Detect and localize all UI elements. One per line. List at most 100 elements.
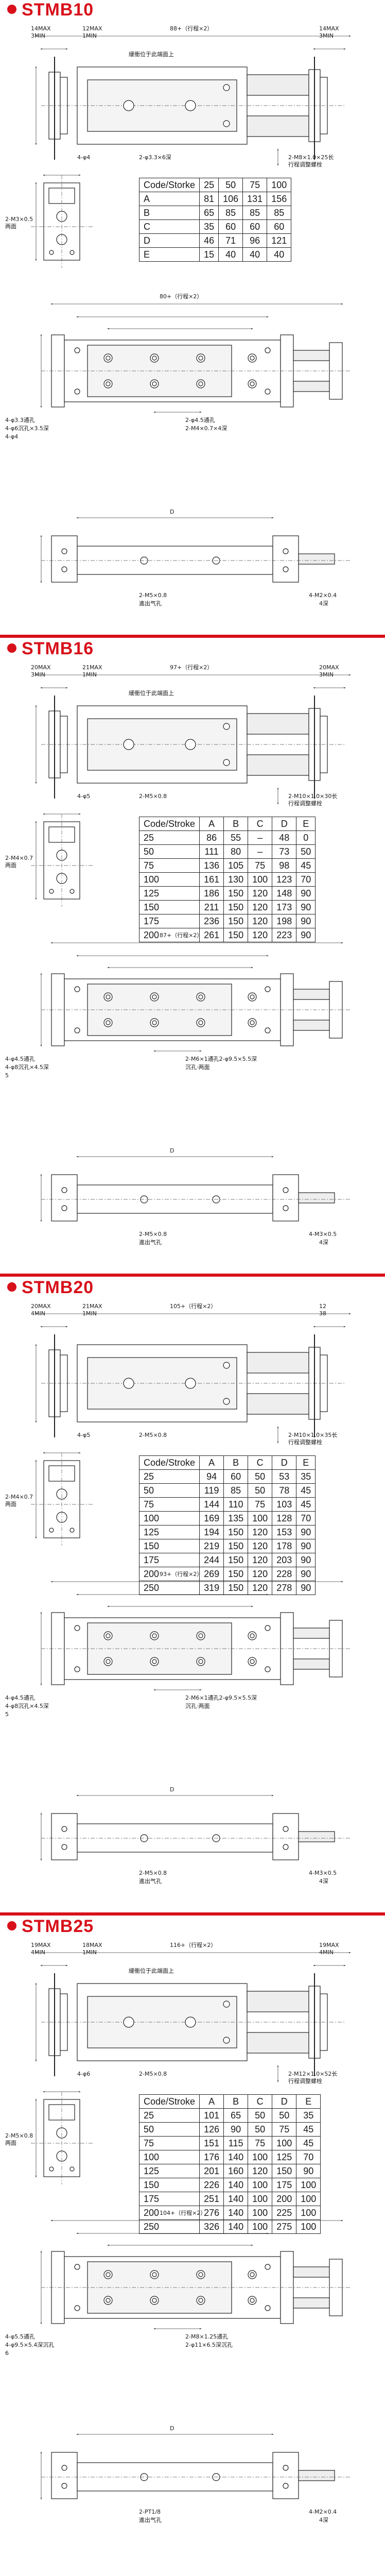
dim-label-l10: 2-φ3.3×6深 xyxy=(139,154,171,161)
dim-label-l20: 2-φ11×6.5深沉孔 xyxy=(185,2342,233,2348)
table-cell: 125 xyxy=(272,2150,297,2164)
table-cell: 100 xyxy=(138,1511,200,1526)
mount-hole xyxy=(223,2037,230,2044)
dim-label-l6: 12 xyxy=(319,1303,326,1310)
mount-hole xyxy=(283,566,289,572)
dim-label-l18: 5 xyxy=(5,1711,9,1718)
table-cell: 151 xyxy=(199,2136,224,2150)
table-cell: 85 xyxy=(223,1483,249,1498)
table-cell: 150 xyxy=(223,900,249,914)
table-cell: 100 xyxy=(296,2219,321,2234)
dim-label-l3: 18MAX xyxy=(82,1942,102,1948)
dim-label-l16: 4-φ3.3通孔 xyxy=(5,417,35,423)
table-cell: 120 xyxy=(248,2164,273,2178)
dim-label-l3: 21MAX xyxy=(82,1303,102,1310)
port-hole xyxy=(123,100,134,111)
table-cell: 60 xyxy=(242,219,268,234)
rod-bottom xyxy=(298,1831,335,1842)
bullet-icon xyxy=(7,5,16,14)
dim-label-l23: 進出气孔 xyxy=(139,1239,162,1246)
dim-label-l13: 2-M5×0.8 xyxy=(5,2132,33,2139)
dim-label-l15: 80+（行程×2） xyxy=(160,293,203,300)
dim-label-l2: 3MIN xyxy=(31,671,45,678)
port-hole xyxy=(185,739,196,750)
table-cell: 186 xyxy=(199,886,224,901)
table-cell: 86 xyxy=(199,831,224,845)
table-cell: 60 xyxy=(223,1469,249,1484)
through-hole xyxy=(152,1020,157,1025)
table-cell: A xyxy=(138,192,200,206)
dim-label-l9: 4-φ5 xyxy=(77,793,91,800)
table-cell: 100 xyxy=(296,2178,321,2192)
mount-hole xyxy=(265,347,271,353)
mount-hole xyxy=(74,2264,80,2270)
table-cell: 120 xyxy=(248,1553,273,1567)
dim-label-l18: 4-φ4 xyxy=(5,433,19,440)
through-hole xyxy=(250,355,255,361)
table-cell: 236 xyxy=(199,914,224,928)
table-cell: 125 xyxy=(138,886,200,901)
mount-hole xyxy=(283,2483,289,2489)
table-cell: 35 xyxy=(296,2108,321,2123)
model-title: STMB10 xyxy=(22,0,94,20)
mount-hole xyxy=(223,759,230,766)
model-title: STMB25 xyxy=(22,1917,94,1936)
dim-label-l18: 6 xyxy=(5,2350,9,2357)
table-cell: 65 xyxy=(223,2108,249,2123)
dim-label-l19: 2-M8×1.25通孔 xyxy=(185,2333,229,2340)
mount-hole xyxy=(265,388,271,395)
mount-hole xyxy=(265,1666,271,1672)
table-cell: 175 xyxy=(272,2178,297,2192)
dim-label-l22: 2-M5×0.8 xyxy=(139,1870,167,1876)
table-cell: C xyxy=(138,219,200,234)
table-cell: – xyxy=(248,844,273,859)
table-cell: 100 xyxy=(138,872,200,887)
table-cell: 269 xyxy=(199,1567,224,1581)
through-hole xyxy=(198,2272,203,2277)
table-cell: 120 xyxy=(248,914,273,928)
through-hole xyxy=(152,1659,157,1664)
table-cell: 128 xyxy=(272,1511,297,1526)
table-header-cell: A xyxy=(199,1455,224,1470)
mount-hole xyxy=(265,986,271,992)
dim-label-l9: 4-φ6 xyxy=(77,2071,91,2077)
table-cell: 85 xyxy=(218,206,243,220)
table-header-cell: Code/Stroke xyxy=(138,2094,200,2109)
table-cell: 98 xyxy=(272,858,297,873)
dim-label-l16: 4-φ5.5通孔 xyxy=(5,2333,35,2340)
dim-label-l4: 1MIN xyxy=(82,1310,97,1317)
mount-hole xyxy=(69,889,75,894)
table-cell: 119 xyxy=(199,1483,224,1498)
mount-hole xyxy=(74,347,80,353)
mount-hole xyxy=(223,723,230,730)
through-hole xyxy=(106,1633,111,1638)
through-hole xyxy=(106,994,111,999)
table-cell: 169 xyxy=(199,1511,224,1526)
dim-label-l17: 4-φ6沉孔×3.5深 xyxy=(5,425,49,432)
section-divider xyxy=(0,1912,385,1916)
dim-label-l9: 4-φ5 xyxy=(77,1432,91,1438)
table-cell: 150 xyxy=(223,1553,249,1567)
technical-drawing xyxy=(31,1952,351,2500)
mount-hole xyxy=(61,1826,67,1832)
mount-hole xyxy=(61,2465,67,2471)
table-cell: 120 xyxy=(248,1581,273,1595)
dim-label-l2: 3MIN xyxy=(31,32,45,39)
table-cell: 198 xyxy=(272,914,297,928)
table-cell: 251 xyxy=(199,2192,224,2206)
table-cell: 203 xyxy=(272,1553,297,1567)
dim-label-l19: 2-M6×1通孔2-φ9.5×5.5深 xyxy=(185,1694,257,1701)
section-title-row: STMB16 xyxy=(0,639,385,662)
bottom-view xyxy=(40,517,350,583)
table-cell: 150 xyxy=(138,900,200,914)
dim-label-l22: 2-PT1/8 xyxy=(139,2509,161,2515)
side-view xyxy=(35,1952,351,2082)
